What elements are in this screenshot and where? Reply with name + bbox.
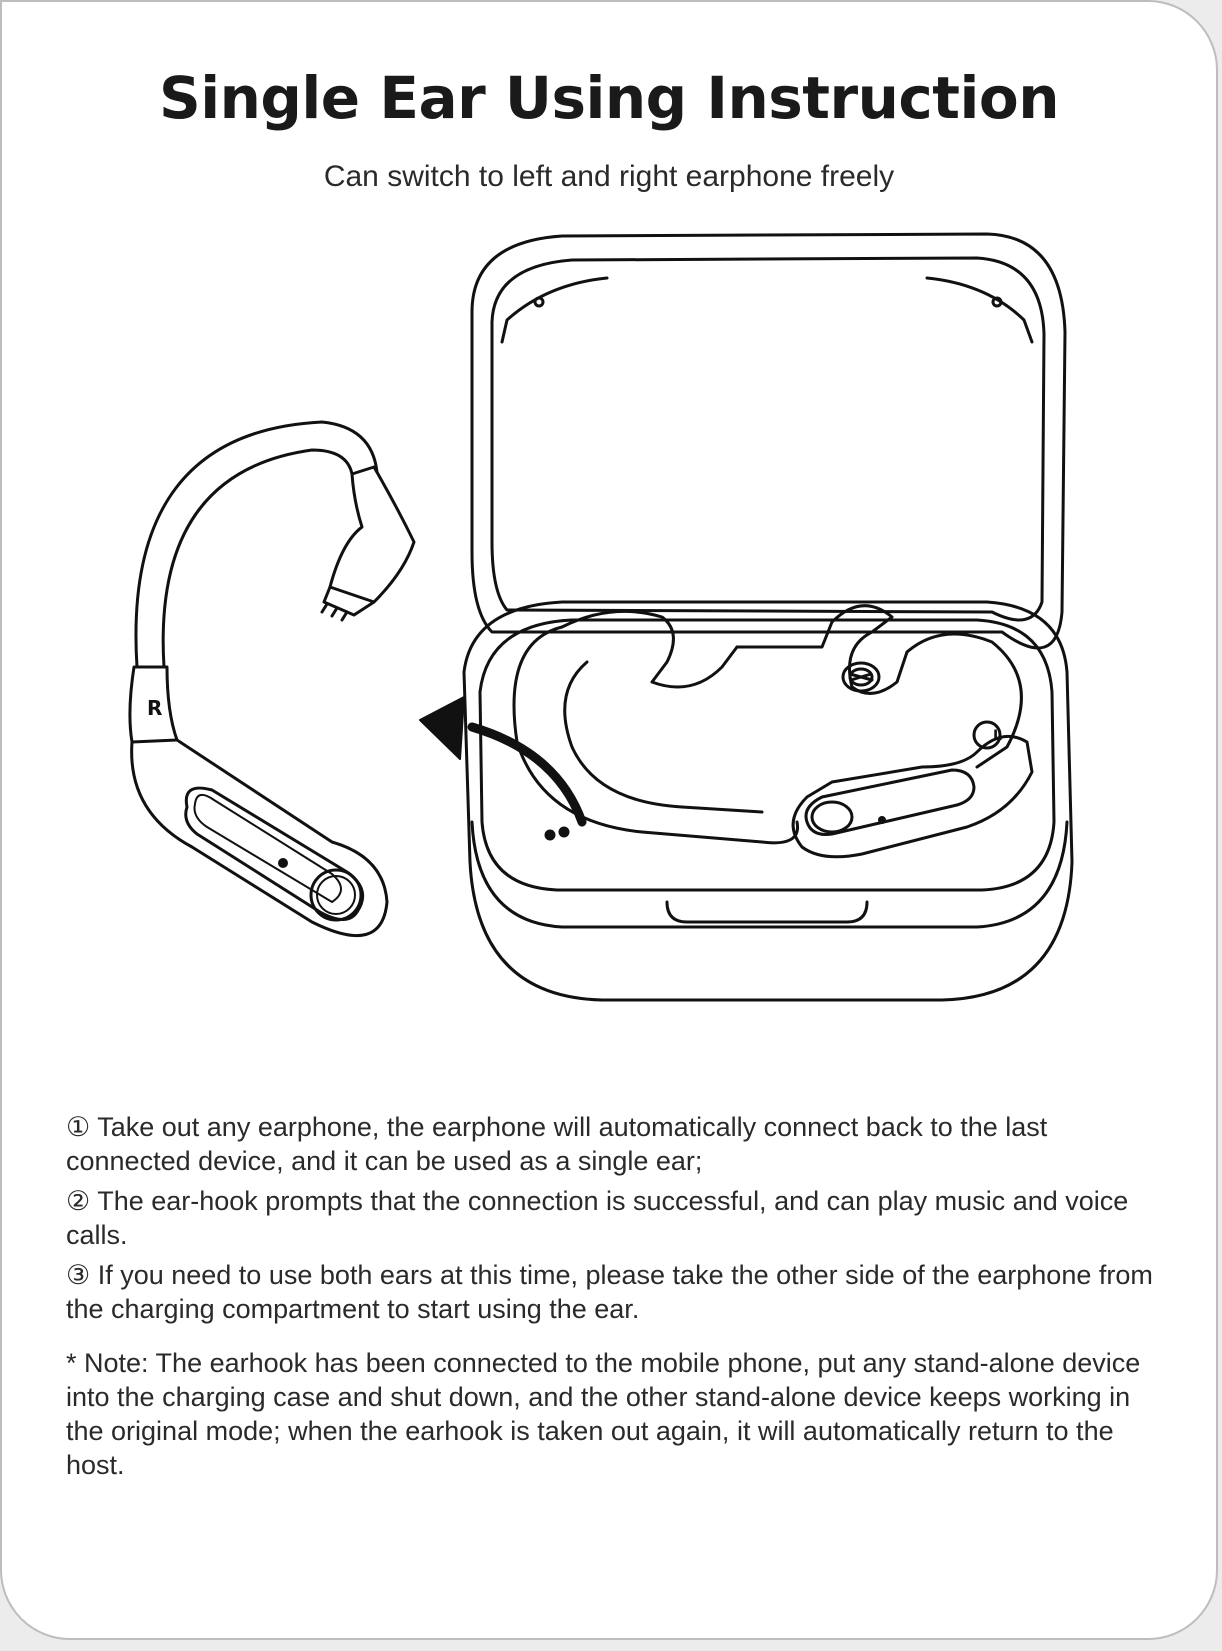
right-label: R: [147, 696, 162, 720]
left-label: L: [993, 728, 1002, 744]
left-earhook-in-case-icon: [512, 604, 1023, 845]
case-lid-icon: [470, 232, 1067, 650]
curved-arrow-left-icon: [419, 696, 587, 827]
note-text: * Note: The earhook has been connected t…: [66, 1348, 1141, 1480]
step-1: ① Take out any earphone, the earphone wi…: [66, 1112, 1048, 1176]
step-2: ② The ear-hook prompts that the connecti…: [66, 1186, 1129, 1250]
page-subtitle: Can switch to left and right earphone fr…: [323, 160, 895, 193]
earphone-case-illustration: R L: [128, 232, 1074, 1002]
right-pod-in-case-icon: [791, 720, 1034, 859]
page-title: Single Ear Using Instruction: [158, 64, 1060, 132]
instruction-steps: ① Take out any earphone, the earphone wi…: [66, 1110, 1166, 1482]
step-3: ③ If you need to use both ears at this t…: [66, 1260, 1153, 1324]
case-base-icon: [462, 600, 1074, 1002]
right-earphone-icon: [128, 420, 416, 938]
